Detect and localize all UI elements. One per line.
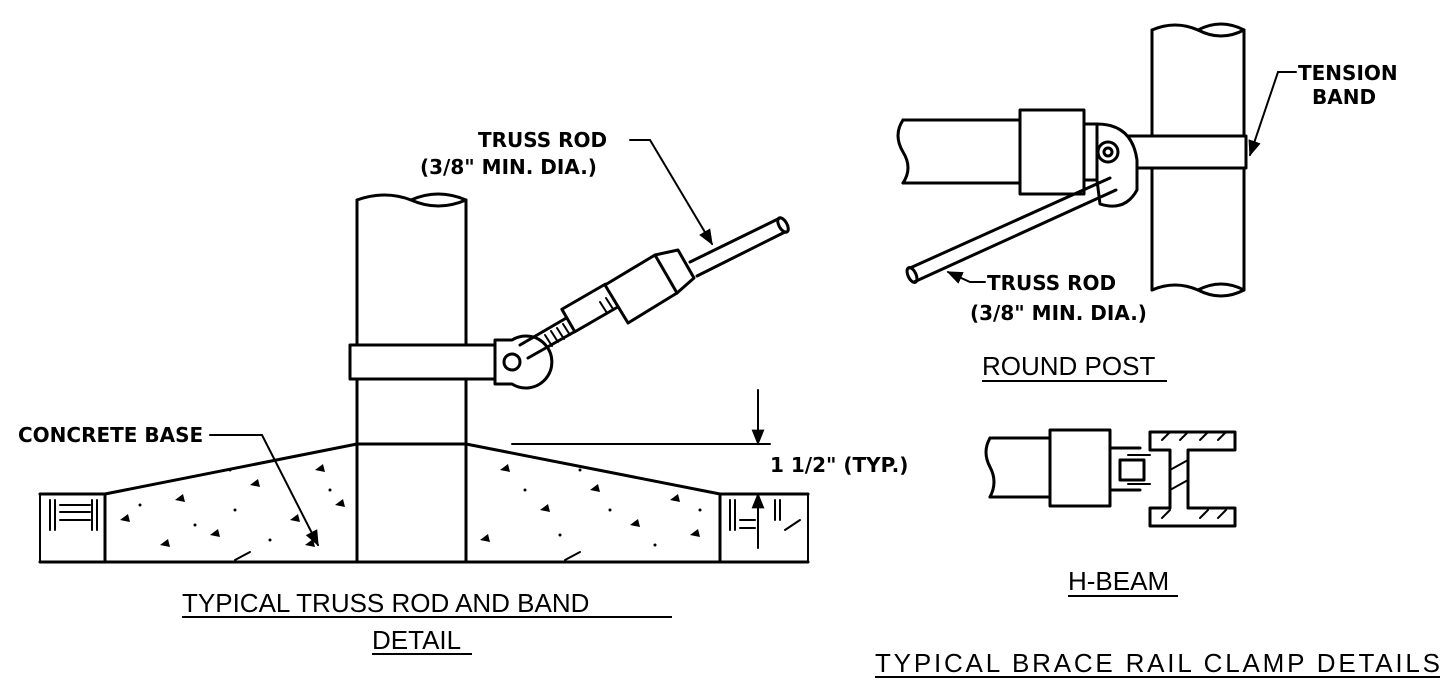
h-beam-detail: H-BEAM xyxy=(984,428,1237,597)
post xyxy=(355,192,468,564)
tension-band xyxy=(348,343,502,381)
tension-band-label-2: BAND xyxy=(1312,85,1376,109)
concrete-texture xyxy=(120,464,702,561)
detail-title-line1: TYPICAL TRUSS ROD AND BAND xyxy=(182,588,589,618)
overall-title: TYPICAL BRACE RAIL CLAMP DETAILS xyxy=(875,648,1440,678)
concrete-base xyxy=(103,442,722,564)
soil-hatch-left xyxy=(38,492,107,563)
rp-tension-band xyxy=(1118,134,1248,170)
truss-rod-label: TRUSS ROD xyxy=(478,128,607,152)
truss-rod-assembly xyxy=(518,216,790,360)
concrete-base-leader xyxy=(209,434,319,547)
dimension-1-1-2 xyxy=(511,389,771,549)
round-post-detail: TENSION BAND TRUSS ROD (3/8" MIN. DIA.) … xyxy=(896,22,1398,382)
eye-bolt xyxy=(493,334,554,390)
truss-rod-band-detail: TRUSS ROD (3/8" MIN. DIA.) CONCRETE BASE… xyxy=(18,128,908,655)
detail-title-line2: DETAIL xyxy=(372,625,461,655)
soil-hatch-right xyxy=(718,492,810,563)
dimension-label: 1 1/2" (TYP.) xyxy=(770,453,908,477)
tension-band-label-1: TENSION xyxy=(1298,61,1398,85)
rp-truss-rod-label: TRUSS ROD xyxy=(987,271,1116,295)
truss-rod-leader xyxy=(629,139,713,246)
rp-truss-rod-dia-label: (3/8" MIN. DIA.) xyxy=(970,301,1147,325)
truss-rod-dia-label: (3/8" MIN. DIA.) xyxy=(420,155,597,179)
round-post-title: ROUND POST xyxy=(982,351,1155,381)
h-beam-title: H-BEAM xyxy=(1068,566,1169,596)
concrete-base-label: CONCRETE BASE xyxy=(18,423,203,447)
